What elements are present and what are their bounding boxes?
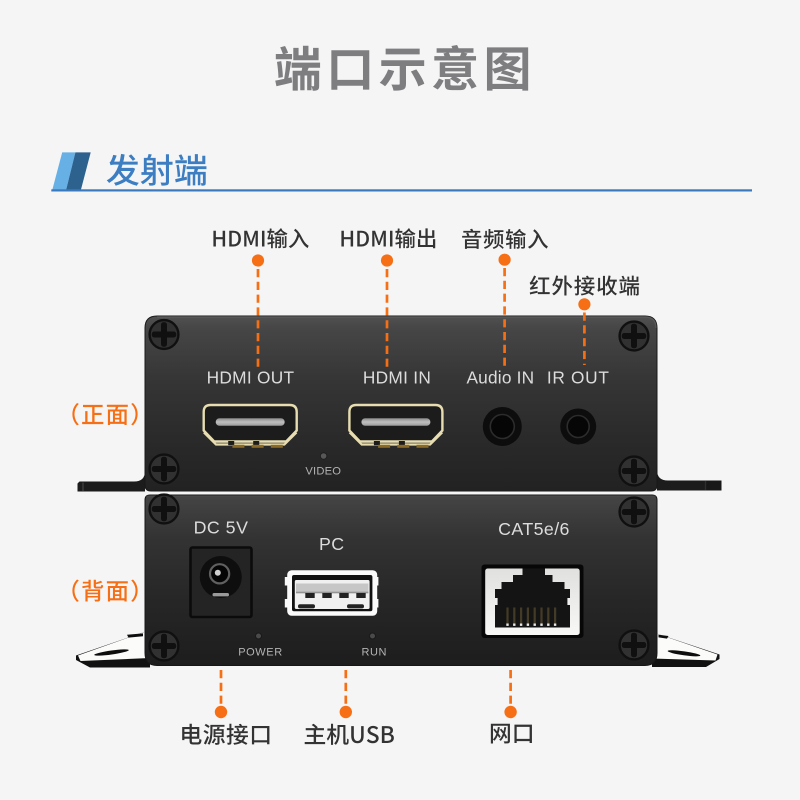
svg-text:HDMI OUT: HDMI OUT	[207, 368, 295, 388]
svg-text:HDMI IN: HDMI IN	[363, 368, 431, 388]
svg-text:IR OUT: IR OUT	[547, 368, 610, 388]
svg-text:VIDEO: VIDEO	[305, 466, 341, 478]
svg-text:Audio IN: Audio IN	[466, 368, 534, 388]
svg-text:POWER: POWER	[238, 647, 283, 659]
svg-text:CAT5e/6: CAT5e/6	[498, 519, 570, 539]
svg-text:RUN: RUN	[361, 647, 387, 659]
svg-text:DC 5V: DC 5V	[194, 518, 249, 538]
svg-text:PC: PC	[319, 534, 345, 554]
